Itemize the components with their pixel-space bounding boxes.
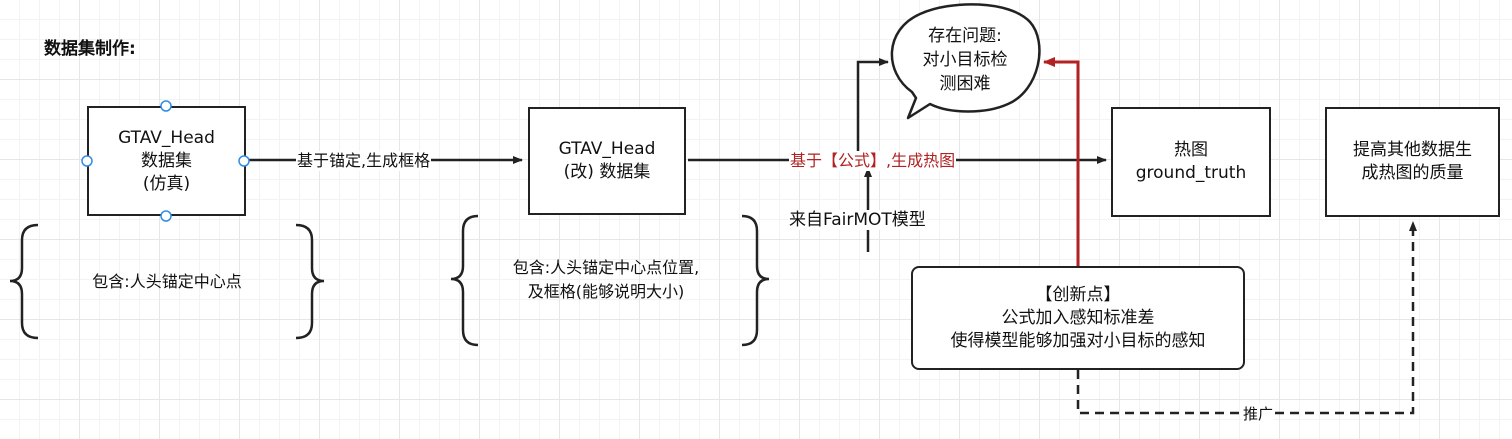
edge-innovation-red-arrow	[1043, 57, 1080, 266]
node-innovation-line1: 【创新点】	[1035, 284, 1121, 305]
problem-line3: 测困难	[939, 74, 991, 94]
note-anchor-center: 包含:人头锚定中心点	[62, 270, 272, 294]
node-gtav-head-line2: 数据集	[141, 150, 192, 171]
note-anchor-center-and-box: 包含:人头锚定中心点位置, 及框格(能够说明大小)	[475, 256, 737, 304]
node-other-data-line2: 成热图的质量	[1361, 163, 1464, 183]
note1-line1: 包含:人头锚定中心点	[92, 272, 242, 291]
problem-bubble-text[interactable]: 存在问题: 对小目标检 测困难	[906, 24, 1024, 96]
edge-to-problem-arrow	[856, 58, 889, 160]
edge-label-formula-heatmap: 基于【公式】,生成热图	[789, 151, 957, 171]
edge-label-anchor-box: 基于锚定,生成框格	[296, 151, 432, 171]
note2-right-brace	[741, 214, 770, 347]
node-gtav-head-line3: (仿真)	[142, 173, 191, 194]
note1-right-brace	[295, 223, 325, 340]
note1-left-brace	[9, 223, 39, 340]
node-innovation[interactable]: 【创新点】 公式加入感知标准差 使得模型能够加强对小目标的感知	[911, 266, 1245, 370]
handle-right	[238, 155, 250, 167]
note2-left-brace	[450, 214, 479, 347]
node-other-data-line1: 提高其他数据生	[1353, 140, 1472, 160]
node-heatmap-line2: ground_truth	[1135, 163, 1247, 183]
node-gtav-head-mod-line2: (改) 数据集	[563, 162, 651, 182]
handle-bottom	[160, 210, 172, 222]
node-gtav-head-line1: GTAV_Head	[118, 127, 215, 148]
problem-bubble-shape	[890, 3, 1041, 120]
edge-label-promote: 推广	[1242, 404, 1275, 424]
node-innovation-line2: 公式加入感知标准差	[1001, 307, 1155, 328]
problem-line2: 对小目标检	[922, 50, 1008, 70]
note2-line2: 及框格(能够说明大小)	[527, 282, 685, 301]
node-gtav-head-mod-line1: GTAV_Head	[558, 139, 656, 159]
node-heatmap-ground-truth[interactable]: 热图 ground_truth	[1111, 107, 1271, 217]
diagram-title: 数据集制作:	[44, 39, 136, 59]
note2-line1: 包含:人头锚定中心点位置,	[512, 258, 700, 277]
node-heatmap-line1: 热图	[1174, 140, 1208, 160]
edge-label-from-fairmot: 来自FairMOT模型	[788, 210, 927, 230]
node-gtav-head-modified[interactable]: GTAV_Head (改) 数据集	[528, 107, 686, 215]
handle-left	[81, 155, 93, 167]
handle-top	[160, 100, 172, 112]
problem-line1: 存在问题:	[928, 26, 1002, 46]
node-other-data-quality[interactable]: 提高其他数据生 成热图的质量	[1325, 107, 1500, 217]
node-innovation-line3: 使得模型能够加强对小目标的感知	[950, 330, 1206, 351]
